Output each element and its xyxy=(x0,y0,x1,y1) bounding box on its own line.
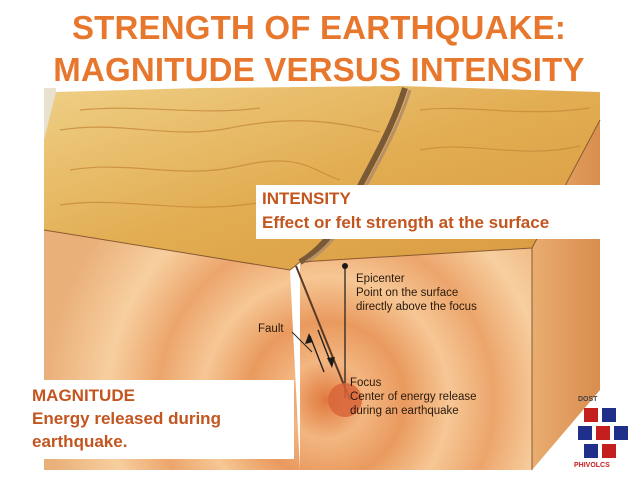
epicenter-point xyxy=(342,263,348,269)
fault-leader xyxy=(291,331,313,353)
fault-arrowhead-1 xyxy=(327,357,335,368)
fault-label: Fault xyxy=(258,323,284,335)
magnitude-heading: MAGNITUDE xyxy=(32,386,135,405)
epicenter-desc-1: Point on the surface xyxy=(356,287,459,299)
title-line-1: STRENGTH OF EARTHQUAKE: xyxy=(71,9,567,46)
magnitude-desc-1: Energy released during xyxy=(32,409,221,428)
phivolcs-logo: DOST PHIVOLCS xyxy=(574,396,634,476)
focus-title: Focus xyxy=(350,377,382,389)
epicenter-title: Epicenter xyxy=(356,273,405,285)
focus-label: Focus Center of energy release during an… xyxy=(350,376,500,418)
epicenter-label: Epicenter Point on the surface directly … xyxy=(356,272,526,314)
intensity-heading: INTENSITY xyxy=(262,189,351,208)
focus-desc-1: Center of energy release xyxy=(350,391,477,403)
fault-arrowhead-2 xyxy=(305,333,313,344)
title-line-2: MAGNITUDE VERSUS INTENSITY xyxy=(53,51,585,88)
epicenter-desc-2: directly above the focus xyxy=(356,301,477,313)
intensity-callout: INTENSITY Effect or felt strength at the… xyxy=(256,185,634,239)
intensity-description: Effect or felt strength at the surface xyxy=(262,213,550,232)
magnitude-callout: MAGNITUDE Energy released during earthqu… xyxy=(26,380,294,459)
magnitude-desc-2: earthquake. xyxy=(32,432,128,451)
right-block-face xyxy=(300,248,532,470)
logo-top-text: DOST xyxy=(578,396,598,403)
logo-bottom-text: PHIVOLCS xyxy=(574,462,610,469)
logo-emblem-icon xyxy=(578,408,628,458)
focus-desc-2: during an earthquake xyxy=(350,405,459,417)
fault-plane xyxy=(295,265,351,401)
focus-point xyxy=(328,383,362,417)
